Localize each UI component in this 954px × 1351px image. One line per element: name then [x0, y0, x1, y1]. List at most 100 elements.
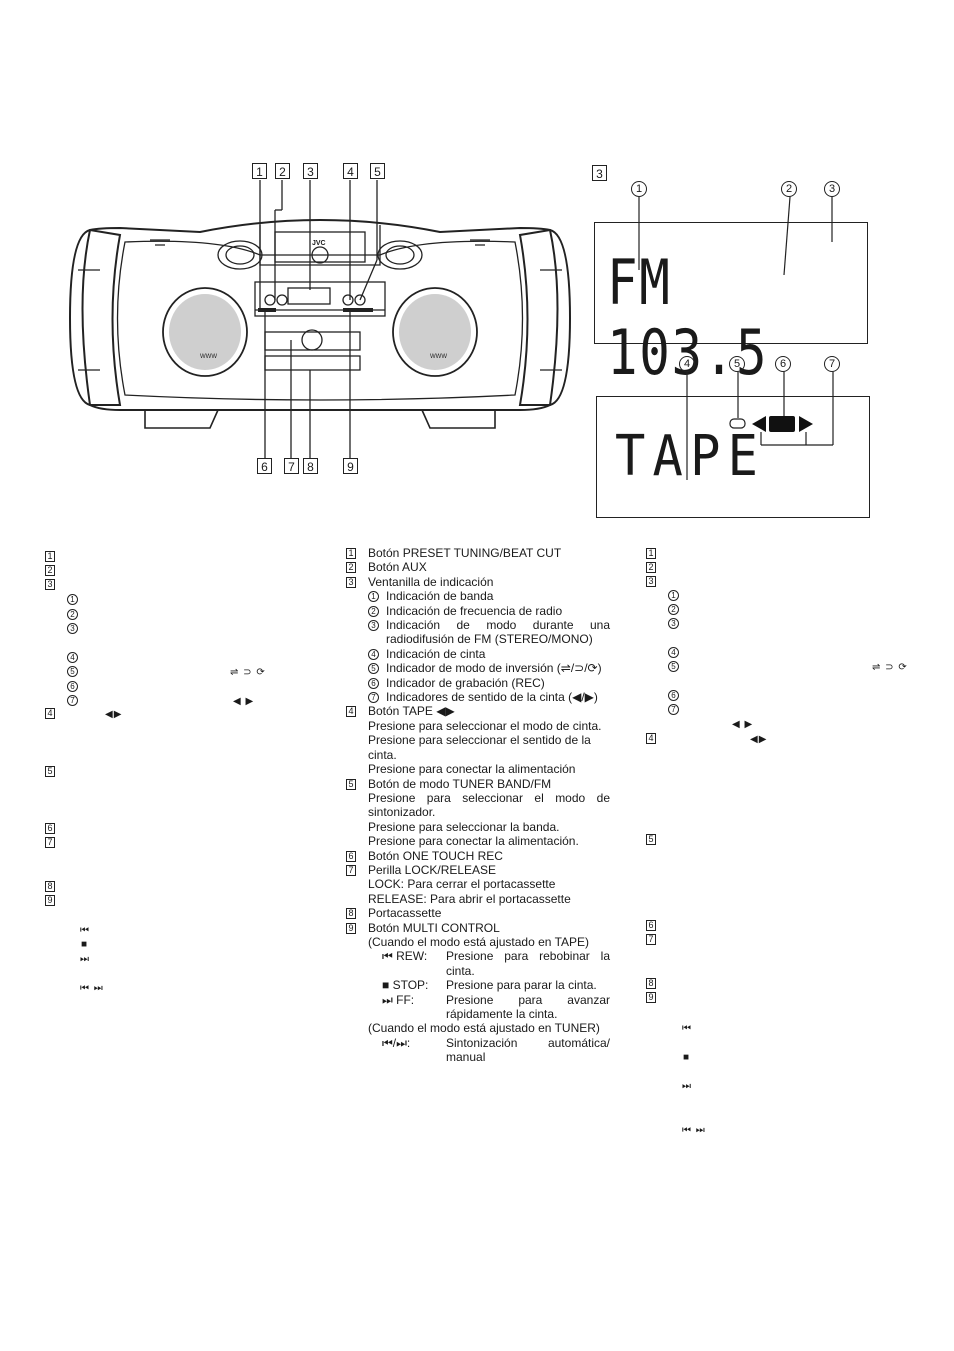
tape-marker-5: 5: [729, 356, 745, 372]
right-sub-5: 5: [668, 661, 679, 672]
fm-marker-3: 3: [824, 181, 840, 197]
left-num-3: 3: [45, 579, 55, 590]
right-reverse-icons: ⇌ ⊃ ⟳: [872, 662, 908, 673]
left-num-8: 8: [45, 881, 55, 892]
multi-tuner-mode: (Cuando el modo está ajustado en TUNER): [368, 1021, 600, 1036]
left-num-7: 7: [45, 837, 55, 848]
display-sub-6: 6 Indicador de grabación (REC): [346, 676, 610, 690]
label-one-touch-rec: Botón ONE TOUCH REC: [368, 848, 503, 863]
right-sub-2: 2: [668, 604, 679, 615]
tape-marker-6: 6: [775, 356, 791, 372]
legend-item-2: 2 Botón AUX: [346, 560, 610, 574]
legend-item-4: 4 Botón TAPE ◀▶: [346, 704, 610, 718]
multi-stop: ■ STOP: Presione para parar la cinta.: [346, 978, 610, 992]
stop-text: Presione para parar la cinta.: [446, 978, 597, 993]
tuning-key: ⏮/⏭:: [382, 1035, 411, 1050]
right-column-markers: 1 2 3 1 2 3 4 5 ⇌ ⊃ ⟳ 6 7 ◀ ▶ 4 ◀▶ 5 6 7…: [646, 548, 916, 1148]
label-band: Indicación de banda: [386, 589, 494, 604]
tape-desc-3: Presione para conectar la alimentación: [368, 762, 576, 777]
callout-1: 1: [252, 163, 267, 179]
tape-display-graphics: [686, 372, 834, 480]
legend-item-3: 3 Ventanilla de indicación: [346, 575, 610, 589]
num-box-8: 8: [346, 908, 356, 920]
right-num-9: 9: [646, 992, 656, 1003]
fm-marker-1: 1: [631, 181, 647, 197]
tape-marker-7: 7: [824, 356, 840, 372]
boombox-diagram: 1 2 3 4 5 6 7 8 9: [60, 160, 580, 480]
left-stop-icon: ■: [81, 939, 89, 950]
right-ff-icon: ⏭: [682, 1081, 692, 1092]
right-tape-arrows: ◀▶: [750, 734, 768, 745]
left-tape-arrows: ◀▶: [105, 709, 123, 720]
right-sub-7: 7: [668, 704, 679, 715]
left-column-markers: 1 2 3 1 2 3 4 5 6 7 ⇌ ⊃ ⟳ ◀ ▶ 4 ◀▶ 5 6 7…: [45, 548, 315, 1008]
legend-list: 1 Botón PRESET TUNING/BEAT CUT 2 Botón A…: [346, 546, 610, 1065]
label-direction: Indicadores de sentido de la cinta (◀/▶): [386, 690, 598, 705]
multi-ff: ⏭ FF: Presione para avanzar rápidamente …: [346, 993, 610, 1022]
num-box-1: 1: [346, 548, 356, 559]
label-frequency: Indicación de frecuencia de radio: [386, 603, 563, 618]
label-tuner-button: Botón de modo TUNER BAND/FM: [368, 776, 552, 791]
label-lock-release: Perilla LOCK/RELEASE: [368, 862, 497, 877]
num-box-6: 6: [346, 850, 356, 862]
rew-text: Presione para rebobinar la cinta.: [446, 949, 610, 978]
callout-6: 6: [257, 458, 272, 474]
left-num-9: 9: [45, 895, 55, 906]
num-box-9: 9: [346, 922, 356, 934]
left-sub-6: 6: [67, 681, 78, 692]
legend-item-9: 9 Botón MULTI CONTROL: [346, 921, 610, 935]
right-num-8: 8: [646, 978, 656, 989]
ff-key: ⏭ FF:: [382, 992, 415, 1007]
right-direction-icons: ◀ ▶: [732, 719, 754, 730]
circ-4: 4: [368, 648, 379, 660]
circ-6: 6: [368, 677, 379, 689]
callout-9: 9: [343, 458, 358, 474]
left-sub-7: 7: [67, 695, 78, 706]
label-preset-tuning: Botón PRESET TUNING/BEAT CUT: [368, 546, 562, 560]
callout-4: 4: [343, 163, 358, 179]
display-sub-5: 5 Indicador de modo de inversión (⇌/⊃/⟳): [346, 661, 610, 675]
legend-item-1: 1 Botón PRESET TUNING/BEAT CUT: [346, 546, 610, 560]
left-ff-icon: ⏭: [80, 954, 90, 965]
num-box-3: 3: [346, 576, 356, 588]
multi-tuning: ⏮/⏭: Sintonización automática/ manual: [346, 1036, 610, 1065]
display-sub-7: 7 Indicadores de sentido de la cinta (◀/…: [346, 690, 610, 704]
multi-rew: ⏮ REW: Presione para rebobinar la cinta.: [346, 949, 610, 978]
display-sub-2: 2 Indicación de frecuencia de radio: [346, 604, 610, 618]
left-sub-4: 4: [67, 652, 78, 663]
label-tape-button: Botón TAPE ◀▶: [368, 704, 455, 719]
fm-leaders: [638, 196, 833, 276]
right-num-7: 7: [646, 934, 656, 945]
display-sub-1: 1 Indicación de banda: [346, 589, 610, 603]
brand-logo: JVC: [312, 240, 326, 247]
tape-desc-2: Presione para seleccionar el sentido de …: [368, 733, 591, 762]
display-sub-3: 3 Indicación de modo durante una radiodi…: [346, 618, 610, 647]
right-rew-icon: ⏮: [682, 1023, 692, 1034]
rew-key: ⏮ REW:: [382, 949, 428, 964]
num-box-4: 4: [346, 706, 356, 718]
fm-marker-2: 2: [781, 181, 797, 197]
legend-item-6: 6 Botón ONE TOUCH REC: [346, 849, 610, 863]
legend-item-7: 7 Perilla LOCK/RELEASE: [346, 863, 610, 877]
label-rec: Indicador de grabación (REC): [386, 675, 545, 690]
right-sub-1: 1: [668, 590, 679, 601]
right-num-4: 4: [646, 733, 656, 744]
ff-text: Presione para avanzar rápidamente la cin…: [446, 992, 610, 1021]
stop-key: ■ STOP:: [382, 978, 429, 993]
tuning-text: Sintonización automática/ manual: [446, 1035, 610, 1065]
num-box-5: 5: [346, 778, 356, 790]
label-display-window: Ventanilla de indicación: [368, 574, 494, 589]
callout-5: 5: [370, 163, 385, 179]
right-sub-3: 3: [668, 618, 679, 629]
label-tape-indicator: Indicación de cinta: [386, 646, 486, 661]
left-num-1: 1: [45, 551, 55, 562]
left-num-2: 2: [45, 565, 55, 576]
right-num-6: 6: [646, 920, 656, 931]
legend-item-8: 8 Portacassette: [346, 906, 610, 920]
right-stop-icon: ■: [683, 1052, 691, 1063]
left-sub-5: 5: [67, 666, 78, 677]
circ-3: 3: [368, 620, 379, 632]
label-reverse-mode: Indicador de modo de inversión (⇌/⊃/⟳): [386, 661, 602, 676]
lock-desc-1: LOCK: Para cerrar el portacassette: [368, 877, 556, 892]
label-aux: Botón AUX: [368, 560, 427, 575]
